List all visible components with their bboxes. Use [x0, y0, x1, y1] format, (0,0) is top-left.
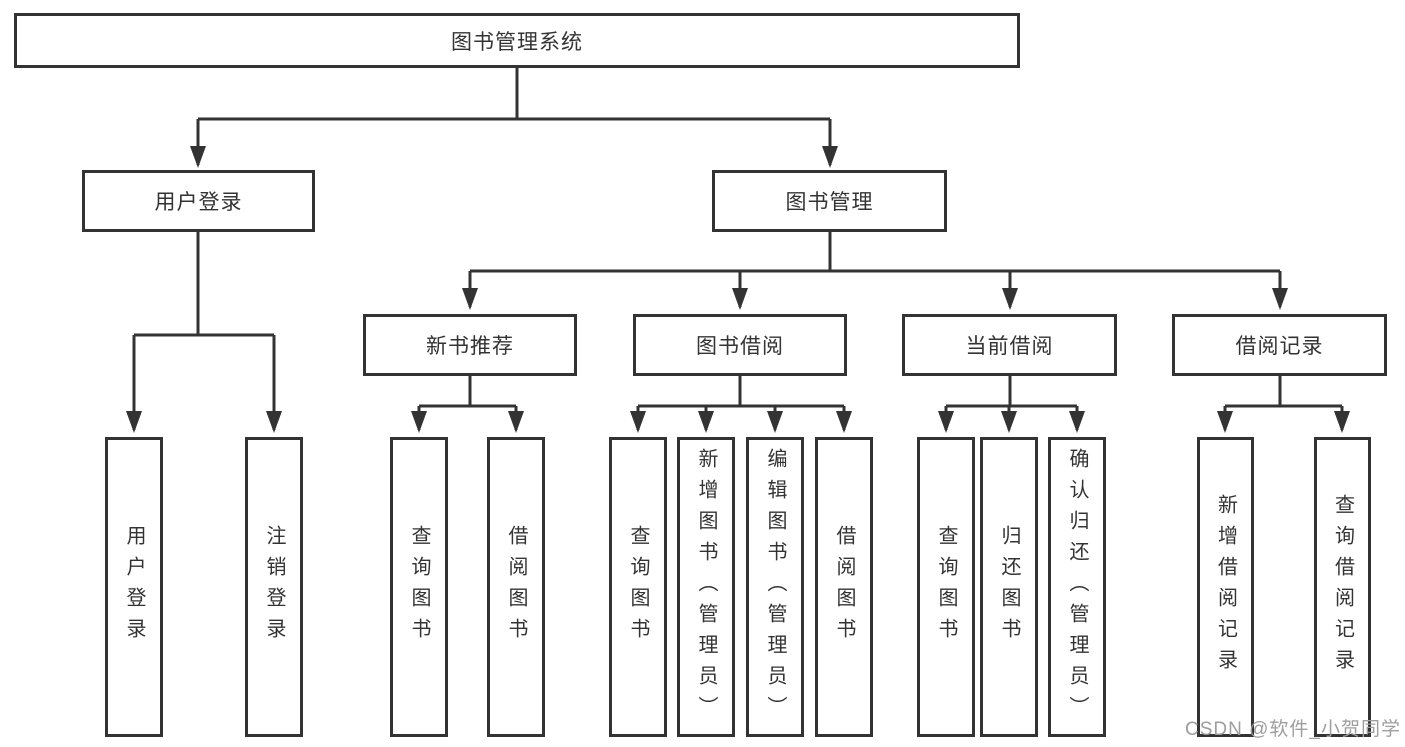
node-new-book-recommendation: 新书推荐 — [363, 314, 577, 376]
node-user-login: 用户登录 — [82, 170, 315, 232]
edge-user-login-branch — [134, 232, 274, 337]
leaf-borrow-books-recommend: 借阅图书 — [487, 437, 545, 737]
leaf-user-login: 用户登录 — [105, 437, 163, 737]
leaf-query-books-borrowing: 查询图书 — [609, 437, 667, 737]
leaf-return-books: 归还图书 — [980, 437, 1038, 737]
edge-new-book-recommendation-branch — [419, 376, 516, 408]
node-book-management: 图书管理 — [712, 170, 947, 232]
leaf-query-borrow-record: 查询借阅记录 — [1314, 437, 1371, 737]
watermark-text: CSDN @软件_小贺同学 — [1185, 719, 1401, 740]
node-root: 图书管理系统 — [14, 13, 1020, 68]
edge-book-management-branch — [470, 232, 1280, 273]
leaf-confirm-return-admin: 确认归还（管理员） — [1048, 437, 1106, 737]
edge-current-borrowing-branch — [946, 376, 1077, 408]
node-borrowing-records: 借阅记录 — [1172, 314, 1387, 376]
leaf-add-borrow-record: 新增借阅记录 — [1197, 437, 1254, 737]
node-book-borrowing: 图书借阅 — [633, 314, 847, 376]
edge-root-branch — [198, 68, 830, 121]
edge-book-borrowing-branch — [638, 376, 844, 408]
edge-borrowing-records-branch — [1225, 376, 1342, 408]
leaf-borrow-books-borrowing: 借阅图书 — [815, 437, 873, 737]
leaf-edit-books-admin: 编辑图书（管理员） — [746, 437, 804, 737]
leaf-query-books-recommend: 查询图书 — [390, 437, 448, 737]
leaf-add-books-admin: 新增图书（管理员） — [677, 437, 735, 737]
node-current-borrowing: 当前借阅 — [902, 314, 1117, 376]
leaf-logout: 注销登录 — [245, 437, 303, 737]
leaf-query-books-current: 查询图书 — [917, 437, 975, 737]
